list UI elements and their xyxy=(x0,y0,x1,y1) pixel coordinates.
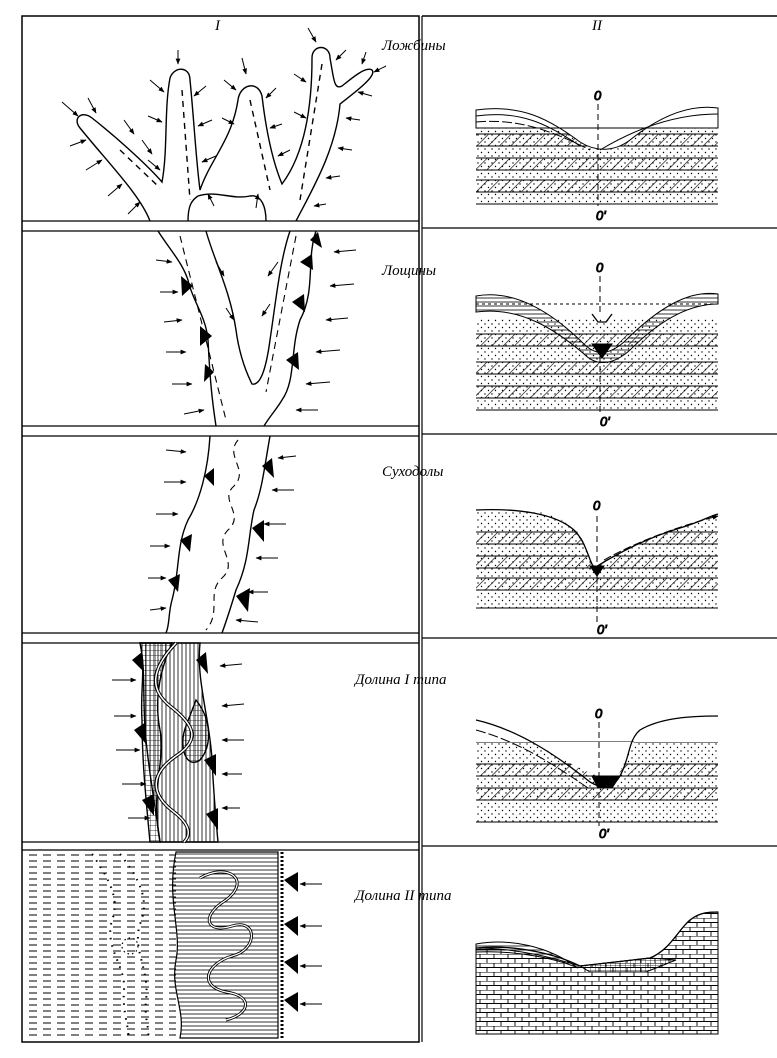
section-4-mark-bottom: 0' xyxy=(599,826,609,841)
row-label-dolina-2: Долина II типа xyxy=(353,888,451,904)
plan-lozhbiny xyxy=(61,27,387,222)
left-column-frame xyxy=(21,15,420,1043)
plan-dolina-1 xyxy=(112,641,245,844)
row-label-loshchiny: Лощины xyxy=(381,263,436,279)
plan-sukhodoly xyxy=(148,435,297,634)
section-3-mark-top: 0 xyxy=(593,498,601,513)
section-2-mark-top: 0 xyxy=(596,260,604,275)
row-label-dolina-1: Долина I типа xyxy=(353,672,446,688)
section-dolina-1: 0 0' xyxy=(475,706,719,842)
section-sukhodoly: 0 0' xyxy=(475,498,719,638)
section-1-mark-bottom: 0' xyxy=(596,208,606,223)
row-label-sukhodoly: Суходолы xyxy=(382,464,443,480)
plan-loshchiny xyxy=(155,230,357,427)
row-separators xyxy=(22,220,777,851)
section-3-mark-bottom: 0' xyxy=(597,622,607,637)
section-dolina-2 xyxy=(475,911,719,1035)
plan-dolina-2 xyxy=(26,851,322,1039)
column-header-right: II xyxy=(591,18,603,34)
column-header-left: I xyxy=(214,18,221,34)
section-4-mark-top: 0 xyxy=(595,706,603,721)
section-2-mark-bottom: 0' xyxy=(600,414,610,429)
section-1-mark-top: 0 xyxy=(594,88,602,103)
section-lozhbiny: 0 0' xyxy=(475,88,719,224)
section-loshchiny: 0 0' xyxy=(475,260,719,430)
row-label-lozhbiny: Ложбины xyxy=(381,38,446,54)
